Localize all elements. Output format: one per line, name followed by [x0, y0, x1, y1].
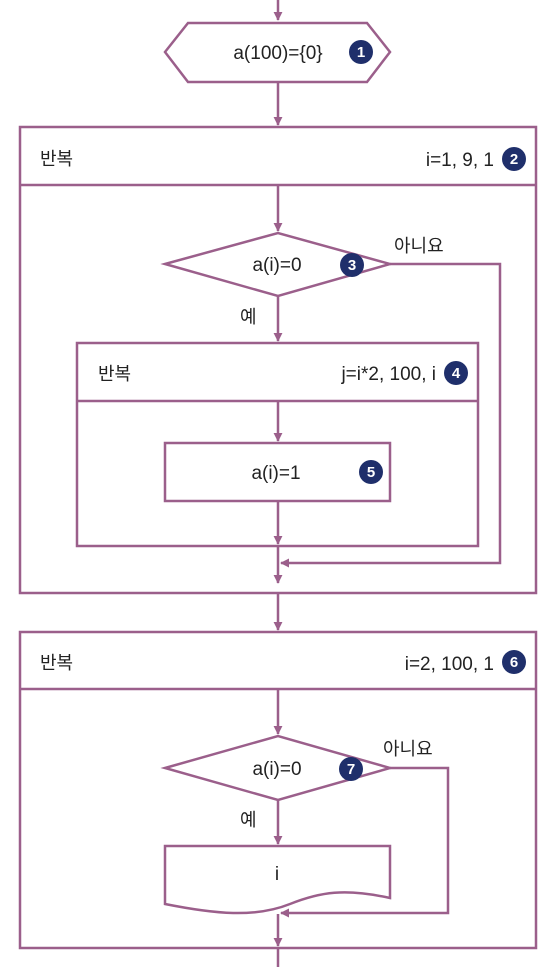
badge-6-circle	[502, 650, 526, 674]
badge-3-number: 3	[348, 257, 356, 274]
loop1-title: 반복	[40, 149, 73, 170]
decision1-yes-label: 예	[240, 307, 257, 328]
badge-4-circle	[444, 361, 468, 385]
init-label: a(100)={0}	[233, 43, 322, 64]
decision1-no-label: 아니요	[394, 236, 444, 257]
output-label: i	[275, 864, 279, 885]
badge-1-circle	[349, 40, 373, 64]
badge-7-circle	[339, 757, 363, 781]
loop2-title: 반복	[98, 364, 131, 385]
badge-1: 1	[349, 40, 373, 64]
loop2-range: j=i*2, 100, i	[340, 364, 436, 385]
badge-2: 2	[502, 147, 526, 171]
decision2-no-path	[280, 766, 450, 918]
badge-6: 6	[502, 650, 526, 674]
loop3-range: i=2, 100, 1	[405, 654, 494, 675]
assign-label: a(i)=1	[251, 463, 300, 484]
init-hexagon	[163, 21, 392, 84]
badge-5-circle	[359, 460, 383, 484]
decision2-label: a(i)=0	[252, 759, 301, 780]
badge-2-number: 2	[510, 151, 518, 168]
loop3-title: 반복	[40, 653, 73, 674]
decision1-label: a(i)=0	[252, 255, 301, 276]
badge-6-number: 6	[510, 654, 518, 671]
badge-5: 5	[359, 460, 383, 484]
loop1-range: i=1, 9, 1	[426, 150, 494, 171]
loop3-box	[18, 630, 538, 950]
decision2-yes-label: 예	[240, 810, 257, 831]
badge-3-circle	[340, 253, 364, 277]
decision2-no-label: 아니요	[383, 739, 433, 760]
badge-7-number: 7	[347, 761, 355, 778]
badge-5-number: 5	[367, 464, 375, 481]
badge-2-circle	[502, 147, 526, 171]
badge-7: 7	[339, 757, 363, 781]
output-document	[163, 844, 392, 915]
badge-1-number: 1	[357, 44, 365, 61]
badge-4-number: 4	[452, 365, 461, 382]
badge-4: 4	[444, 361, 468, 385]
badge-3: 3	[340, 253, 364, 277]
decision1-no-path	[280, 262, 502, 568]
